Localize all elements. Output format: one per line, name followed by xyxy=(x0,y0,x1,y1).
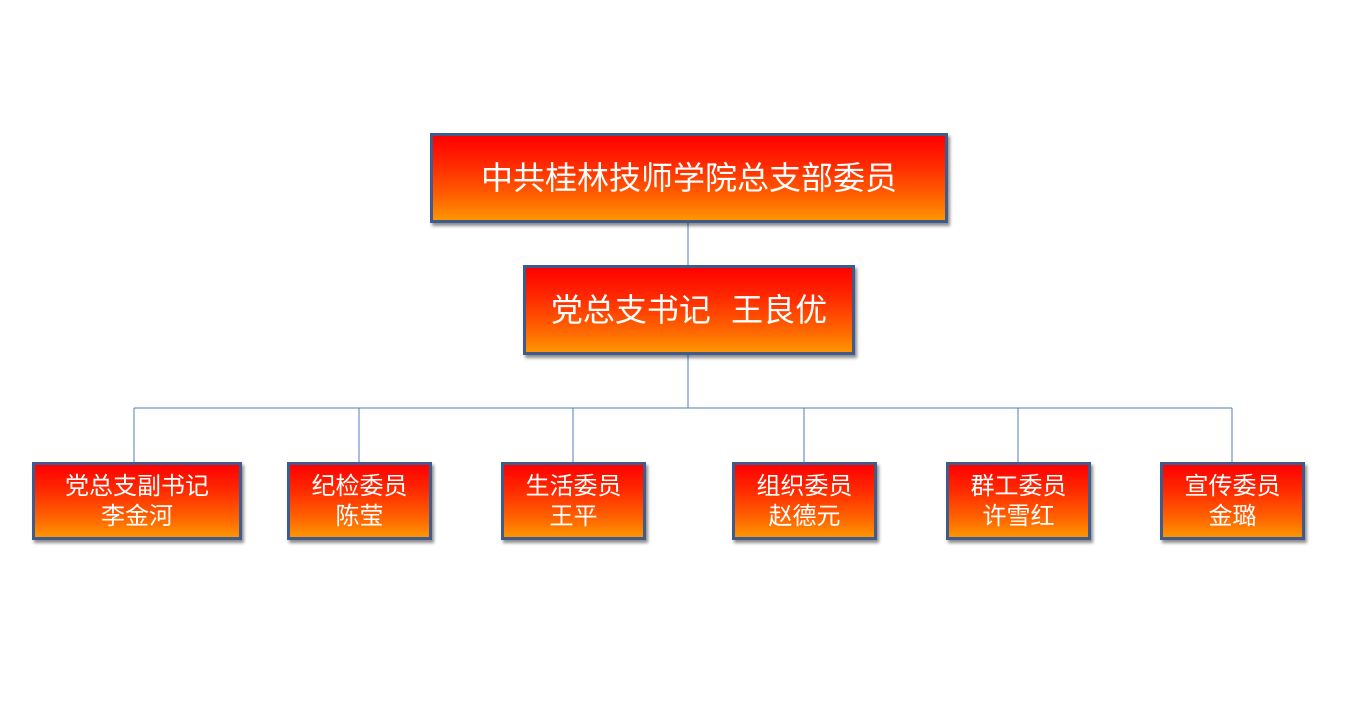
member-name: 金璐 xyxy=(1208,502,1257,530)
member-node-organization: 组织委员 赵德元 xyxy=(732,462,877,540)
member-role: 党总支副书记 xyxy=(65,472,209,500)
member-name: 陈莹 xyxy=(335,502,384,530)
member-node-deputy-secretary: 党总支副书记 李金河 xyxy=(32,462,242,540)
member-node-discipline: 纪检委员 陈莹 xyxy=(287,462,432,540)
member-role: 群工委员 xyxy=(970,472,1067,500)
member-name: 许雪红 xyxy=(982,502,1055,530)
member-name: 赵德元 xyxy=(768,502,841,530)
secretary-node: 党总支书记 王良优 xyxy=(523,265,855,355)
member-role: 宣传委员 xyxy=(1184,472,1281,500)
root-title: 中共桂林技师学院总支部委员 xyxy=(480,159,897,197)
member-role: 组织委员 xyxy=(756,472,853,500)
member-node-welfare: 生活委员 王平 xyxy=(501,462,646,540)
member-node-publicity: 宣传委员 金璐 xyxy=(1160,462,1305,540)
member-name: 王平 xyxy=(549,502,598,530)
member-node-mass-work: 群工委员 许雪红 xyxy=(946,462,1091,540)
root-node: 中共桂林技师学院总支部委员 xyxy=(430,133,948,223)
member-role: 生活委员 xyxy=(525,472,622,500)
member-name: 李金河 xyxy=(101,502,173,530)
secretary-title: 党总支书记 王良优 xyxy=(550,291,828,329)
member-role: 纪检委员 xyxy=(311,472,408,500)
